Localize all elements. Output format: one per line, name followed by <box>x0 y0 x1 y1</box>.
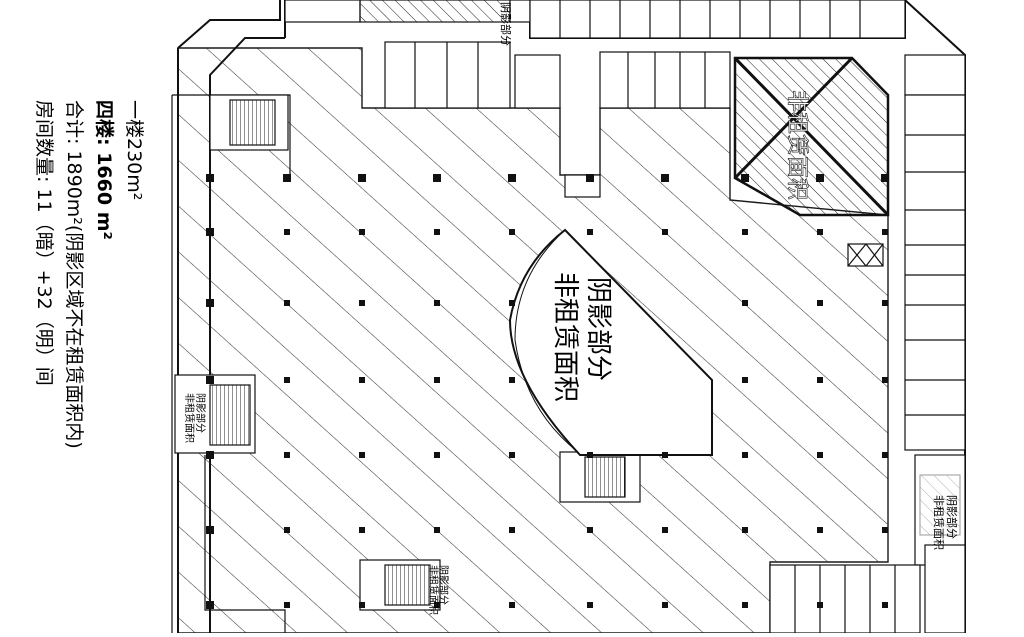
stair-cores <box>174 94 884 611</box>
structural-column <box>359 452 365 458</box>
structural-column <box>434 300 440 306</box>
left-core-label-line2: 非租赁面积 <box>183 393 196 443</box>
structural-column <box>817 300 823 306</box>
structural-column <box>586 174 594 182</box>
structural-column <box>662 452 668 458</box>
structural-column <box>434 377 440 383</box>
structural-column <box>662 229 668 235</box>
stats-line3: 合计: 1890m²(阴影区域不在租赁面积内) <box>63 100 85 449</box>
structural-column <box>817 229 823 235</box>
structural-column <box>882 452 888 458</box>
structural-column <box>206 228 214 236</box>
structural-column <box>742 300 748 306</box>
structural-column <box>509 602 515 608</box>
structural-column <box>434 602 440 608</box>
structural-column <box>359 229 365 235</box>
structural-column <box>284 452 290 458</box>
structural-column <box>882 229 888 235</box>
right-rooms <box>769 54 966 634</box>
left-core-label-line1: 阴影部分 <box>194 393 207 433</box>
structural-column <box>359 602 365 608</box>
structural-column <box>742 229 748 235</box>
structural-column <box>817 527 823 533</box>
structural-column <box>881 174 889 182</box>
structural-column <box>742 602 748 608</box>
structural-column <box>359 377 365 383</box>
structural-column <box>206 601 214 609</box>
structural-column <box>742 452 748 458</box>
structural-column <box>206 376 214 384</box>
structural-column <box>882 377 888 383</box>
structural-column <box>882 300 888 306</box>
stats-line1: 一楼230m² <box>123 100 145 200</box>
center-label-line2: 非租赁面积 <box>550 272 580 402</box>
structural-column <box>359 300 365 306</box>
center-label-group: 阴影部分 非租赁面积 <box>550 272 613 402</box>
structural-column <box>817 452 823 458</box>
structural-column <box>206 299 214 307</box>
atrium-block <box>733 56 890 217</box>
structural-column <box>509 452 515 458</box>
top-rooms <box>284 0 906 198</box>
structural-column <box>509 377 515 383</box>
top-label: 阴影部分 <box>499 2 513 46</box>
structural-column <box>662 602 668 608</box>
structural-column <box>587 527 593 533</box>
structural-column <box>206 526 214 534</box>
structural-column <box>817 602 823 608</box>
structural-column <box>284 602 290 608</box>
structural-column <box>284 229 290 235</box>
structural-column <box>434 527 440 533</box>
structural-column <box>359 527 365 533</box>
bottom-core-label: 阴影部分 非租赁面积 <box>427 565 450 615</box>
structural-column <box>509 527 515 533</box>
structural-column <box>206 451 214 459</box>
atrium-label: 非租赁面积 <box>784 90 809 200</box>
structural-column <box>587 452 593 458</box>
structural-column <box>661 174 669 182</box>
structural-column <box>284 377 290 383</box>
structural-column <box>284 527 290 533</box>
structural-column <box>358 174 366 182</box>
right-core-label-line1: 阴影部分 <box>945 495 959 539</box>
left-core-label: 阴影部分 非租赁面积 <box>183 393 207 443</box>
right-core-label-line2: 非租赁面积 <box>932 495 946 550</box>
structural-column <box>587 602 593 608</box>
structural-column <box>434 452 440 458</box>
structural-column <box>662 527 668 533</box>
structural-column <box>434 229 440 235</box>
structural-column <box>882 527 888 533</box>
structural-column <box>508 174 516 182</box>
structural-column <box>742 527 748 533</box>
structural-column <box>587 229 593 235</box>
column-grid <box>206 174 889 609</box>
structural-column <box>509 229 515 235</box>
structural-column <box>284 300 290 306</box>
bottom-core-label-line2: 非租赁面积 <box>427 565 440 615</box>
structural-column <box>283 174 291 182</box>
right-core-label: 阴影部分 非租赁面积 <box>932 495 959 550</box>
structural-column <box>817 377 823 383</box>
structural-column <box>816 174 824 182</box>
stats-line4: 房间数量: 11（暗）+32（明）间 <box>33 100 55 386</box>
structural-column <box>742 377 748 383</box>
bottom-core-label-line1: 阴影部分 <box>437 565 450 605</box>
area-stats: 一楼230m² 四楼: 1660 m² 合计: 1890m²(阴影区域不在租赁面… <box>33 100 145 449</box>
center-void <box>508 228 713 456</box>
structural-column <box>741 174 749 182</box>
structural-column <box>206 174 214 182</box>
structural-column <box>433 174 441 182</box>
structural-column <box>882 602 888 608</box>
stats-line2: 四楼: 1660 m² <box>93 100 116 240</box>
center-label-line1: 阴影部分 <box>583 277 613 381</box>
structural-column <box>509 300 515 306</box>
